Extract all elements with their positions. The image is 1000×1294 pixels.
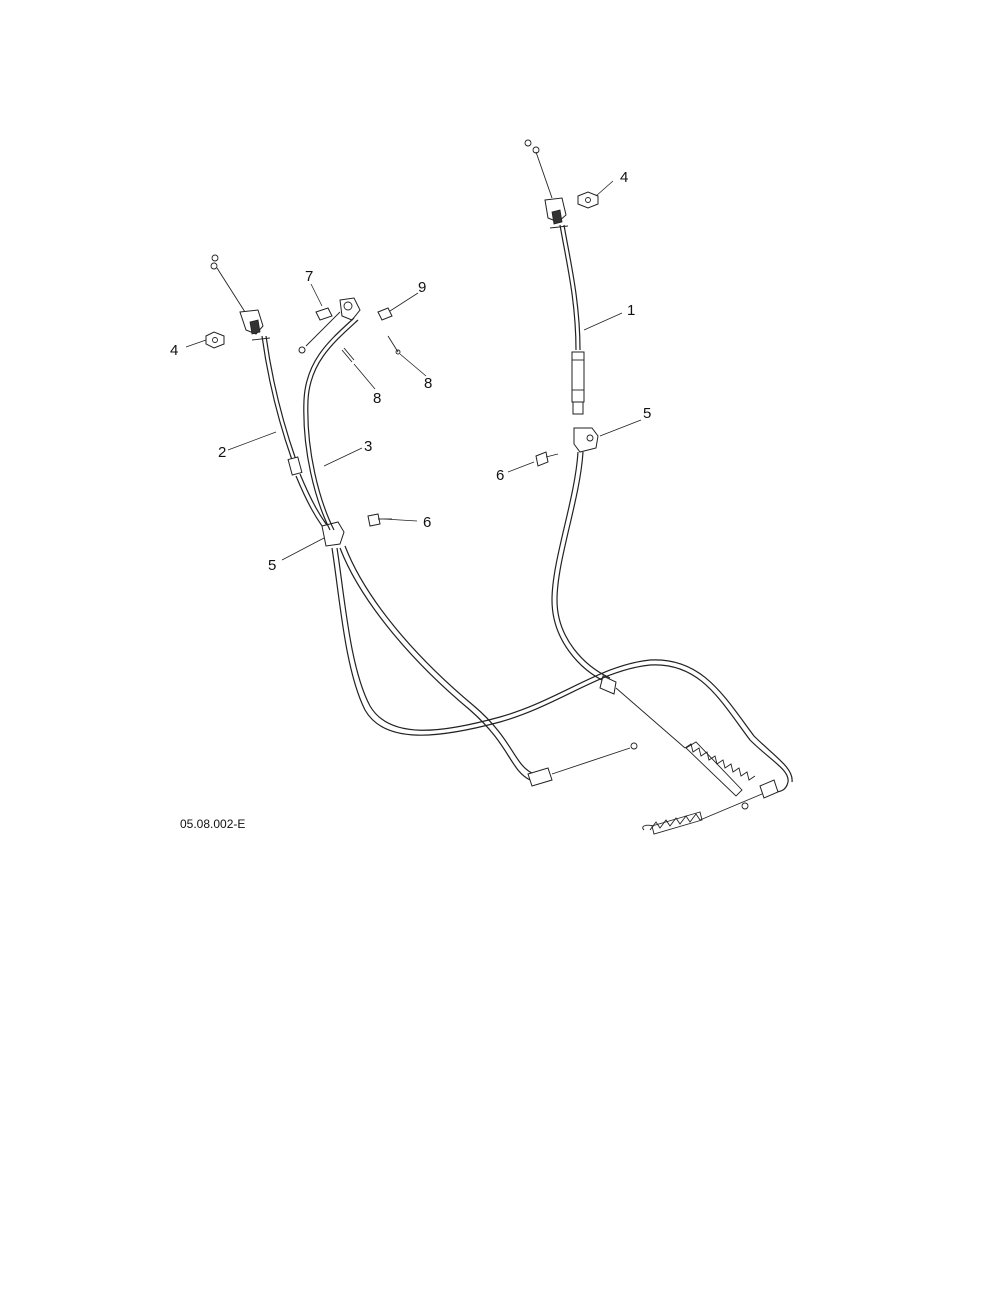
callouts: 1 2 3 4 4 5 5 6 6 7 8 8 9	[170, 169, 651, 574]
cable-1	[524, 139, 756, 810]
bushing-9	[377, 307, 393, 321]
bolt-4-right	[577, 191, 599, 209]
cable-2	[210, 254, 793, 835]
cotter-pin-8-right	[387, 335, 401, 355]
callout-6-right: 6	[496, 467, 504, 484]
drawing-code: 05.08.002-E	[180, 817, 245, 831]
callout-8-right: 8	[424, 375, 432, 392]
callout-7: 7	[305, 268, 313, 285]
callout-8-left: 8	[373, 390, 381, 407]
bolt-4-left	[205, 331, 225, 349]
callout-4-right: 4	[620, 169, 628, 186]
leader-lines	[185, 180, 642, 561]
callout-5-right: 5	[643, 405, 651, 422]
screw-6-right	[535, 451, 559, 467]
pin-7	[315, 307, 333, 321]
callout-2: 2	[218, 444, 226, 461]
callout-1: 1	[627, 302, 635, 319]
callout-5-left: 5	[268, 557, 276, 574]
callout-6-left: 6	[423, 514, 431, 531]
callout-3: 3	[364, 438, 372, 455]
callout-4-left: 4	[170, 342, 178, 359]
screw-6-left	[367, 513, 392, 527]
cotter-pin-8-left	[341, 347, 355, 363]
cable-3	[298, 297, 638, 787]
callout-9: 9	[418, 279, 426, 296]
